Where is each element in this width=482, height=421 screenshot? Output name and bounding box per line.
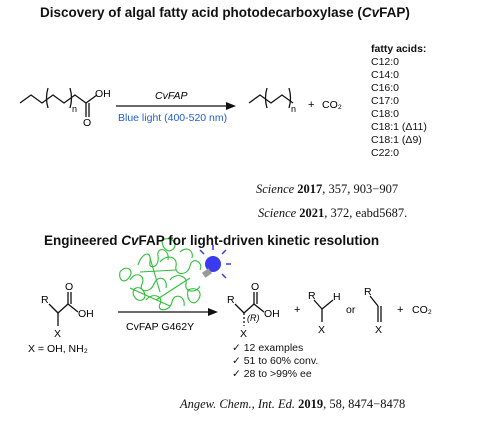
fatty-acid-item: C18:0 — [371, 108, 400, 120]
results-checklist: ✓ 12 examples ✓ 51 to 60% conv. ✓ 28 to … — [232, 342, 318, 381]
product-x: X — [240, 328, 247, 340]
reference-3: Angew. Chem., Int. Ed. 2019, 58, 8474−84… — [180, 397, 406, 411]
product-o: O — [251, 281, 259, 293]
fatty-acids-list: fatty acids: C12:0 C14:0 C16:0 C17:0 C18… — [371, 43, 427, 160]
alkyl-product — [313, 299, 334, 322]
result-item: ✓ 51 to 60% conv. — [232, 355, 319, 367]
reference-2: Science 2021, 372, eabd5687. — [258, 206, 408, 220]
fatty-acids-label: fatty acids: — [371, 43, 427, 55]
alkane-product — [248, 87, 294, 109]
result-item: ✓ 28 to >99% ee — [232, 368, 312, 380]
fatty-acid-item: C17:0 — [371, 95, 400, 107]
result-item: ✓ 12 examples — [232, 342, 304, 354]
fatty-acid-item: C18:1 (Δ11) — [371, 121, 427, 133]
protein-structure-image — [119, 238, 202, 311]
product-config: (R) — [247, 313, 260, 323]
alkene-r: R — [364, 286, 372, 298]
plus-2: + — [294, 304, 300, 316]
section1-title: Discovery of algal fatty acid photodecar… — [40, 5, 410, 20]
fatty-acid-reactant — [19, 87, 98, 117]
reactant-n-subscript: n — [72, 104, 77, 114]
hydroxy-acid-reactant — [48, 292, 79, 326]
fatty-acid-item: C14:0 — [371, 69, 400, 81]
alkene-product — [369, 295, 382, 322]
fatty-acid-item: C22:0 — [371, 147, 400, 159]
plus-3: + — [397, 304, 403, 316]
alkene-x: X — [375, 324, 382, 336]
product-r: R — [227, 294, 235, 306]
alkyl-x: X — [318, 324, 325, 336]
reference-1: Science 2017, 357, 903−907 — [256, 182, 399, 196]
light-bulb-icon — [199, 245, 231, 279]
co2-2: CO₂ — [412, 304, 432, 316]
fatty-acid-item: C16:0 — [371, 82, 400, 94]
reactant-oh: OH — [95, 88, 111, 100]
alkyl-h: H — [333, 291, 341, 303]
fatty-acid-item: C12:0 — [371, 56, 400, 68]
plus-1: + — [308, 99, 314, 111]
reagent-cvfap: CvFAP — [155, 90, 187, 102]
r-acid-product — [234, 292, 265, 326]
product-n-subscript: n — [291, 104, 296, 114]
reactant-x: X — [54, 328, 61, 340]
section2-title: Engineered CvFAP for light-driven kineti… — [44, 233, 380, 248]
reactant-r: R — [41, 294, 49, 306]
or-label: or — [346, 304, 356, 316]
reactant-o-2: O — [65, 281, 73, 293]
alkyl-r: R — [308, 290, 316, 302]
reagent-g462y: CvFAP G462Y — [126, 321, 194, 333]
reactant-oh-2: OH — [78, 308, 94, 320]
fatty-acid-item: C18:1 (Δ9) — [371, 134, 422, 146]
reactant-o: O — [83, 117, 91, 129]
x-definition: X = OH, NH₂ — [28, 343, 88, 355]
co2-1: CO₂ — [322, 99, 342, 111]
reagent-blue-light: Blue light (400-520 nm) — [118, 112, 227, 124]
product-oh: OH — [264, 308, 280, 320]
